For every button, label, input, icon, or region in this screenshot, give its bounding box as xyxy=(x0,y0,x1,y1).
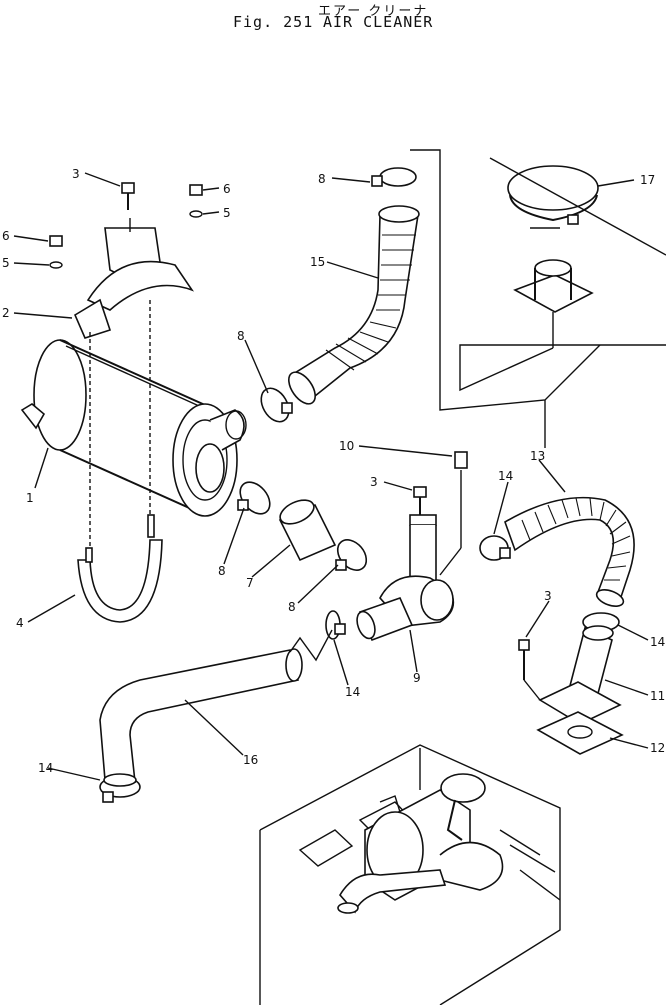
callout-7: 7 xyxy=(246,576,254,590)
callout-17: 17 xyxy=(640,173,655,187)
connector-sleeve xyxy=(278,499,337,562)
callout-5b: 5 xyxy=(2,256,10,270)
callout-8b: 8 xyxy=(237,329,245,343)
hose-upper xyxy=(288,205,420,405)
callout-13: 13 xyxy=(530,449,545,463)
tee-fitting xyxy=(356,451,468,642)
callout-14b: 14 xyxy=(345,685,360,699)
intake-pipe xyxy=(99,629,333,787)
callout-3b: 3 xyxy=(370,475,378,489)
callout-5a: 5 xyxy=(223,206,231,220)
hose-right xyxy=(504,496,635,607)
pre-cleaner-cap xyxy=(489,157,666,256)
figure-number: Fig. 251 xyxy=(233,13,314,31)
callout-6a: 6 xyxy=(223,182,231,196)
callout-12: 12 xyxy=(650,741,665,755)
callout-14d: 14 xyxy=(38,761,53,775)
callout-9: 9 xyxy=(413,671,421,685)
callout-labels: 3 6 5 6 5 2 1 4 8 15 8 17 10 3 13 14 8 7… xyxy=(2,167,665,775)
callout-3a: 3 xyxy=(72,167,80,181)
figure-title: AIR CLEANER xyxy=(323,13,434,31)
callout-8a: 8 xyxy=(318,172,326,186)
machine-context-view xyxy=(259,744,561,1005)
callout-1: 1 xyxy=(26,491,34,505)
callout-3c: 3 xyxy=(544,589,552,603)
callout-14c: 14 xyxy=(650,635,665,649)
callout-4: 4 xyxy=(16,616,24,630)
callout-10: 10 xyxy=(339,439,354,453)
callout-2: 2 xyxy=(2,306,10,320)
japanese-title: エアー クリーナ xyxy=(318,4,429,19)
callout-15: 15 xyxy=(310,255,325,269)
figure-header: エアー クリーナ Fig. 251 AIR CLEANER xyxy=(0,0,666,40)
intake-tube-mount xyxy=(459,259,666,392)
lower-band xyxy=(77,514,163,623)
callout-16: 16 xyxy=(243,753,258,767)
callout-8d: 8 xyxy=(288,600,296,614)
leader-lines xyxy=(13,172,649,781)
air-cleaner-body xyxy=(20,339,247,517)
callout-8c: 8 xyxy=(218,564,226,578)
upper-bracket xyxy=(73,218,195,548)
callout-11: 11 xyxy=(650,689,665,703)
elbow-tube xyxy=(518,625,624,755)
hardware-top-left xyxy=(49,182,203,269)
leader-frame xyxy=(410,149,601,448)
callout-6b: 6 xyxy=(2,229,10,243)
callout-14a: 14 xyxy=(498,469,513,483)
